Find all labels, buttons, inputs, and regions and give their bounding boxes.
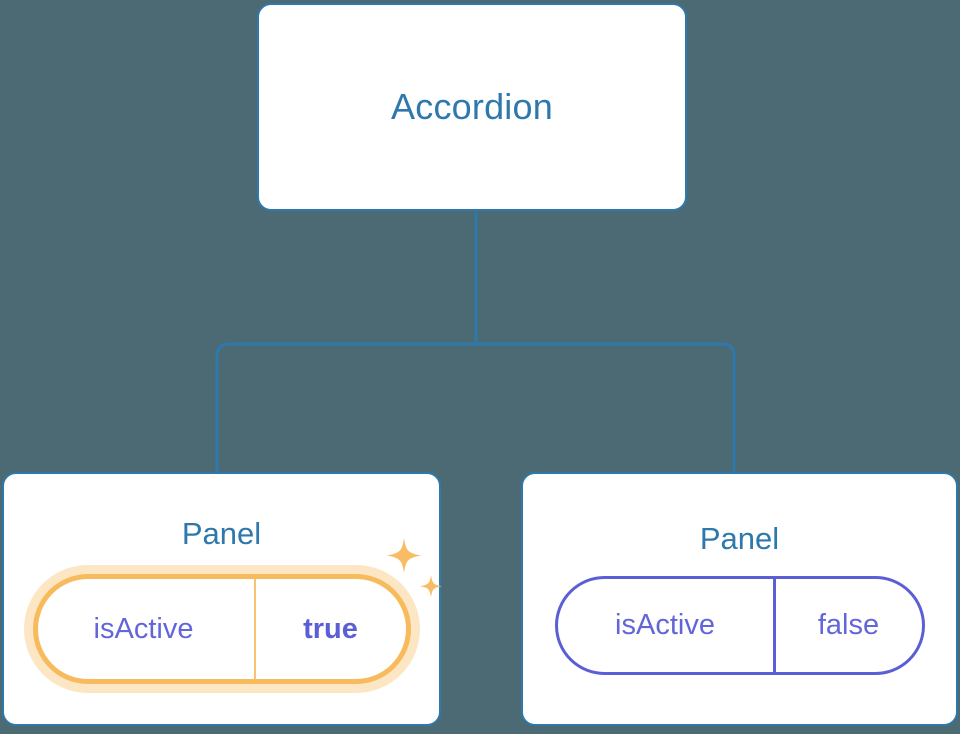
prop-value-false: false <box>817 609 880 641</box>
prop-pill-inactive-wrapper: isActive false <box>554 576 925 675</box>
node-accordion-title: Accordion <box>391 86 553 127</box>
node-panel-inactive-title: Panel <box>699 521 780 556</box>
connector-branch-right <box>476 342 736 472</box>
prop-pill-active[interactable]: isActive true <box>32 574 411 684</box>
prop-value-true: true <box>303 612 358 645</box>
prop-key-isactive-true: isActive <box>38 579 256 679</box>
node-panel-active[interactable]: Panel isActive true <box>2 472 442 726</box>
node-panel-inactive[interactable]: Panel isActive false <box>521 472 958 726</box>
sparkles-group <box>386 538 442 598</box>
prop-pill-inactive[interactable]: isActive false <box>554 576 925 675</box>
sparkle-small-icon <box>419 575 442 598</box>
connector-branch-left <box>215 342 476 472</box>
node-accordion[interactable]: Accordion <box>257 3 687 211</box>
prop-key-isactive-false: isActive <box>558 579 776 672</box>
node-panel-active-title: Panel <box>181 516 262 551</box>
sparkle-large-icon <box>386 538 421 573</box>
prop-pill-active-wrapper: isActive true <box>32 538 442 684</box>
